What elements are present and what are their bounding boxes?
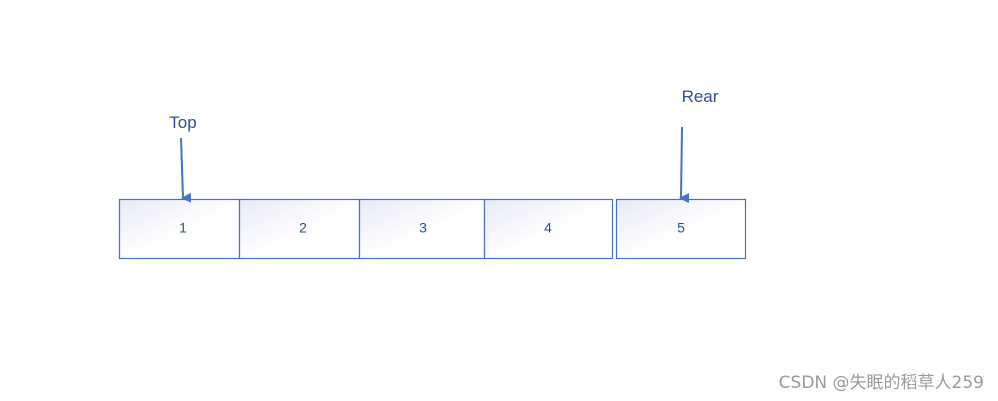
rear-pointer: Rear <box>679 87 719 204</box>
queue-cell-4: 4 <box>483 198 614 260</box>
cell-box <box>238 198 361 260</box>
queue-cells: 1 2 3 4 5 <box>118 198 747 260</box>
cell-label: 4 <box>544 220 552 236</box>
cell-label: 1 <box>179 220 187 236</box>
queue-cell-1: 1 <box>118 198 241 260</box>
rear-arrow <box>679 126 690 204</box>
cell-label: 2 <box>299 220 307 236</box>
queue-cell-2: 2 <box>238 198 361 260</box>
cell-box <box>358 198 486 260</box>
cell-box <box>483 198 614 260</box>
top-pointer: Top <box>169 113 197 203</box>
rear-pointer-label: Rear <box>682 87 719 106</box>
cell-box <box>615 198 747 260</box>
top-arrow <box>180 137 192 203</box>
queue-cell-5: 5 <box>615 198 747 260</box>
cell-label: 3 <box>419 220 427 236</box>
queue-cell-3: 3 <box>358 198 486 260</box>
top-pointer-label: Top <box>169 113 196 132</box>
cell-label: 5 <box>677 220 685 236</box>
watermark-text: CSDN @失眠的稻草人259 <box>778 373 984 393</box>
cell-box <box>118 198 241 260</box>
